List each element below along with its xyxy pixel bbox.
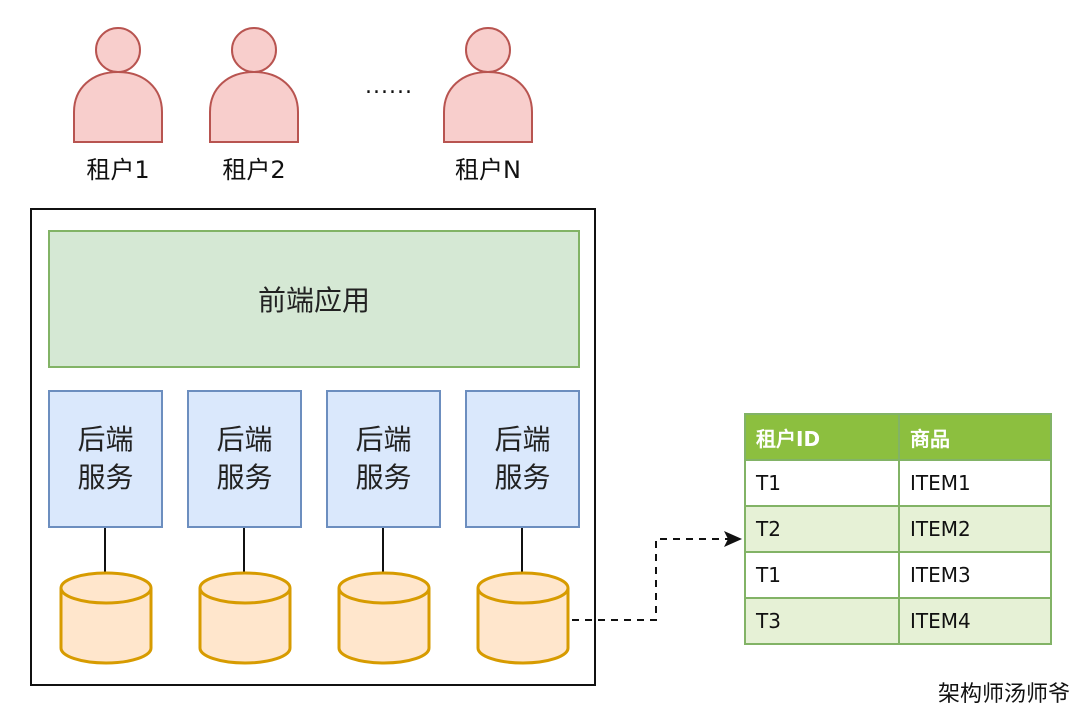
connector-line xyxy=(382,528,384,576)
table-cell: T1 xyxy=(744,551,900,599)
tenant-label: 租户N xyxy=(455,156,521,184)
table-row: T2 ITEM2 xyxy=(744,505,1052,553)
tenant-2: 租户2 xyxy=(194,0,314,184)
database-icon xyxy=(198,571,292,665)
person-icon xyxy=(443,27,533,143)
database-icon xyxy=(337,571,431,665)
tenant-1: 租户1 xyxy=(58,0,178,184)
watermark: 架构师汤师爷 xyxy=(937,682,1070,707)
tenant-label: 租户1 xyxy=(86,156,150,184)
table-cell: ITEM2 xyxy=(898,505,1052,553)
table-cell: T1 xyxy=(744,459,900,507)
connector-line xyxy=(243,528,245,576)
frontend-app-label: 前端应用 xyxy=(257,284,370,317)
backend-service-box: 后端服务 xyxy=(187,390,302,528)
backend-service-label: 后端服务 xyxy=(77,423,134,494)
backend-service-label: 后端服务 xyxy=(216,423,273,494)
table-cell: T3 xyxy=(744,597,900,645)
frontend-app-box: 前端应用 xyxy=(48,230,580,368)
table-header-row: 租户ID 商品 xyxy=(744,413,1052,461)
table-row: T3 ITEM4 xyxy=(744,597,1052,645)
table-cell: T2 xyxy=(744,505,900,553)
table-cell: ITEM3 xyxy=(898,551,1052,599)
tenant-label: 租户2 xyxy=(222,156,286,184)
backend-service-box: 后端服务 xyxy=(48,390,163,528)
table-row: T1 ITEM3 xyxy=(744,551,1052,599)
table-cell: ITEM4 xyxy=(898,597,1052,645)
tenant-item-table: 租户ID 商品 T1 ITEM1 T2 ITEM2 T1 ITEM3 T3 IT… xyxy=(744,413,1052,645)
database-icon xyxy=(59,571,153,665)
backend-service-label: 后端服务 xyxy=(494,423,551,494)
table-row: T1 ITEM1 xyxy=(744,459,1052,507)
person-icon xyxy=(73,27,163,143)
column-header: 商品 xyxy=(898,413,1052,461)
backend-service-box: 后端服务 xyxy=(326,390,441,528)
connector-line xyxy=(521,528,523,576)
column-header: 租户ID xyxy=(744,413,900,461)
tenant-n: 租户N xyxy=(428,0,548,184)
connector-line xyxy=(104,528,106,576)
backend-service-box: 后端服务 xyxy=(465,390,580,528)
database-icon xyxy=(476,571,570,665)
ellipsis: ...... xyxy=(365,74,413,99)
person-icon xyxy=(209,27,299,143)
backend-service-label: 后端服务 xyxy=(355,423,412,494)
table-cell: ITEM1 xyxy=(898,459,1052,507)
